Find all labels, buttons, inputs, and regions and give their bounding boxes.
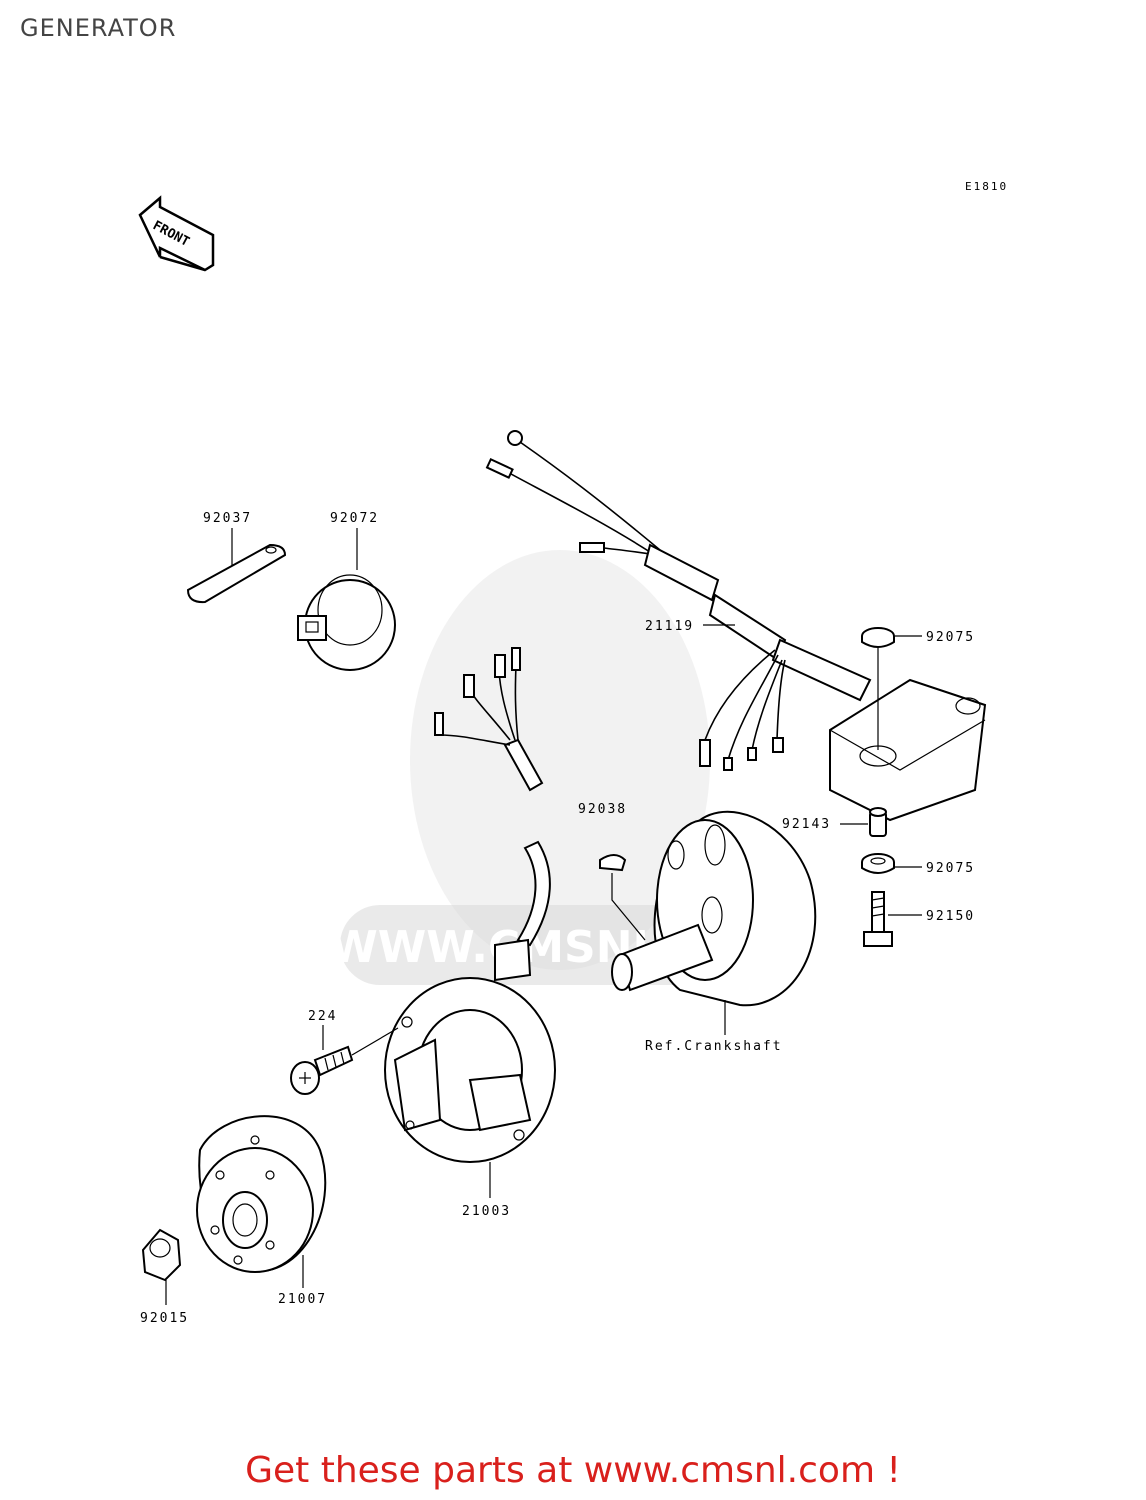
front-arrow-icon: FRONT xyxy=(138,195,215,272)
label-92143: 92143 xyxy=(782,817,831,832)
part-regulator xyxy=(829,678,987,822)
part-92015-nut: 92015 xyxy=(140,1228,189,1326)
label-224: 224 xyxy=(308,1009,337,1024)
part-21007-flywheel: 21007 xyxy=(196,1115,327,1307)
part-crankshaft: Ref.Crankshaft xyxy=(611,810,817,1054)
label-92150: 92150 xyxy=(926,909,975,924)
part-stator-lead xyxy=(434,647,551,982)
label-92072: 92072 xyxy=(330,511,379,526)
page-title: GENERATOR xyxy=(20,14,177,42)
part-21003-stator: 21003 xyxy=(384,977,556,1219)
part-92075-bottom: 92075 xyxy=(861,853,975,876)
label-92037: 92037 xyxy=(203,511,252,526)
label-92038: 92038 xyxy=(578,802,627,817)
part-92038: 92038 xyxy=(578,802,646,941)
label-21003: 21003 xyxy=(462,1204,511,1219)
part-92037: 92037 xyxy=(186,511,287,604)
part-21119-harness: 21119 xyxy=(485,430,872,771)
part-224-screw: 224 xyxy=(290,1009,399,1095)
label-21119: 21119 xyxy=(645,619,694,634)
label-ref-crankshaft: Ref.Crankshaft xyxy=(645,1039,783,1054)
label-21007: 21007 xyxy=(278,1292,327,1307)
part-92143: 92143 xyxy=(782,807,887,837)
footer-promo: Get these parts at www.cmsnl.com ! xyxy=(245,1450,901,1491)
part-92150: 92150 xyxy=(863,891,975,947)
label-92075-bottom: 92075 xyxy=(926,861,975,876)
label-92015: 92015 xyxy=(140,1311,189,1326)
label-92075-top: 92075 xyxy=(926,630,975,645)
parts-diagram: WWW.CMSNL.COM E1810 FRONT 92037 92072 xyxy=(138,180,1008,1326)
part-92075-top: 92075 xyxy=(861,627,975,750)
diagram-code: E1810 xyxy=(965,180,1008,193)
part-92072: 92072 xyxy=(297,511,396,671)
